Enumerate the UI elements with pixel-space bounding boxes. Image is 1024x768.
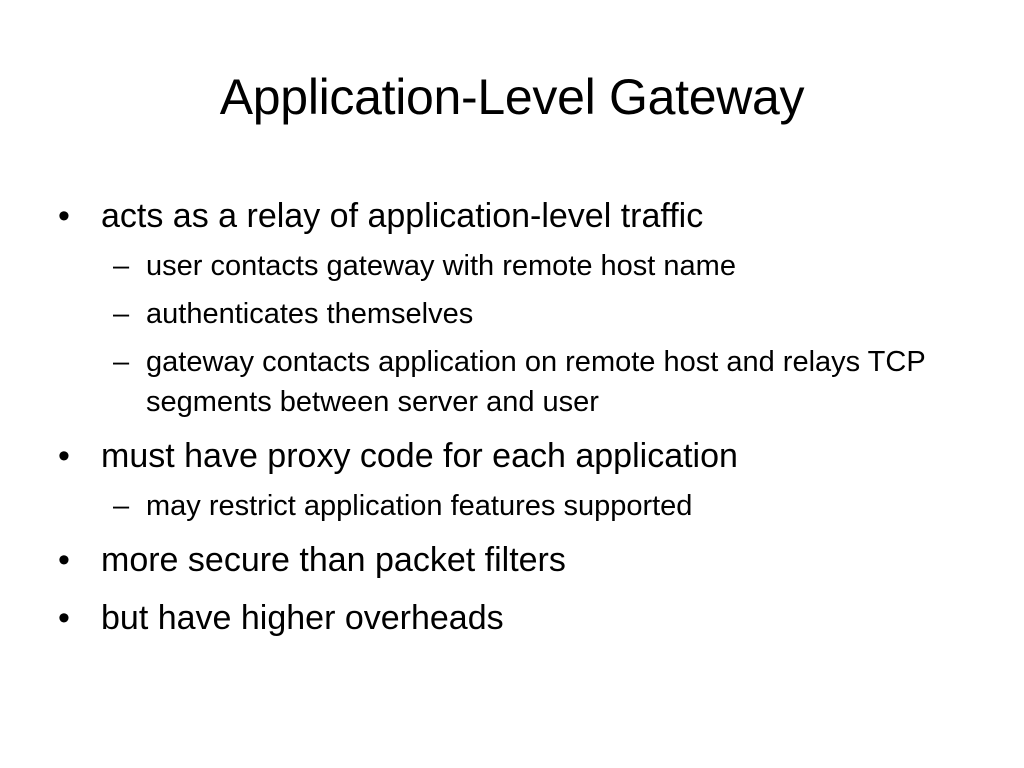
dash-icon: –: [113, 490, 130, 522]
bullet-text: but have higher overheads: [101, 599, 504, 637]
sub-bullet-item: – gateway contacts application on remote…: [101, 342, 978, 422]
sub-bullet-text: user contacts gateway with remote host n…: [146, 250, 736, 282]
bullet-item: • but have higher overheads: [58, 592, 978, 644]
sub-bullet-item: – authenticates themselves: [101, 294, 978, 334]
bullet-item: • acts as a relay of application-level t…: [58, 190, 978, 422]
bullet-list: • acts as a relay of application-level t…: [58, 190, 978, 644]
sub-bullet-item: – user contacts gateway with remote host…: [101, 246, 978, 286]
dash-icon: –: [113, 250, 130, 282]
sub-bullet-text: may restrict application features suppor…: [146, 490, 693, 522]
slide-content: • acts as a relay of application-level t…: [58, 190, 978, 650]
sub-bullet-item: – may restrict application features supp…: [101, 486, 978, 526]
bullet-text: acts as a relay of application-level tra…: [101, 197, 704, 235]
bullet-icon: •: [58, 197, 70, 235]
bullet-icon: •: [58, 437, 70, 475]
bullet-icon: •: [58, 599, 70, 637]
dash-icon: –: [113, 346, 130, 378]
dash-icon: –: [113, 298, 130, 330]
sub-bullet-text: gateway contacts application on remote h…: [146, 346, 926, 418]
slide-title: Application-Level Gateway: [219, 69, 805, 125]
bullet-icon: •: [58, 541, 70, 579]
sub-bullet-list: – user contacts gateway with remote host…: [101, 246, 978, 422]
bullet-text: must have proxy code for each applicatio…: [101, 437, 738, 475]
bullet-text: more secure than packet filters: [101, 541, 566, 579]
bullet-item: • must have proxy code for each applicat…: [58, 430, 978, 526]
sub-bullet-list: – may restrict application features supp…: [101, 486, 978, 526]
sub-bullet-text: authenticates themselves: [146, 298, 474, 330]
bullet-item: • more secure than packet filters: [58, 534, 978, 586]
